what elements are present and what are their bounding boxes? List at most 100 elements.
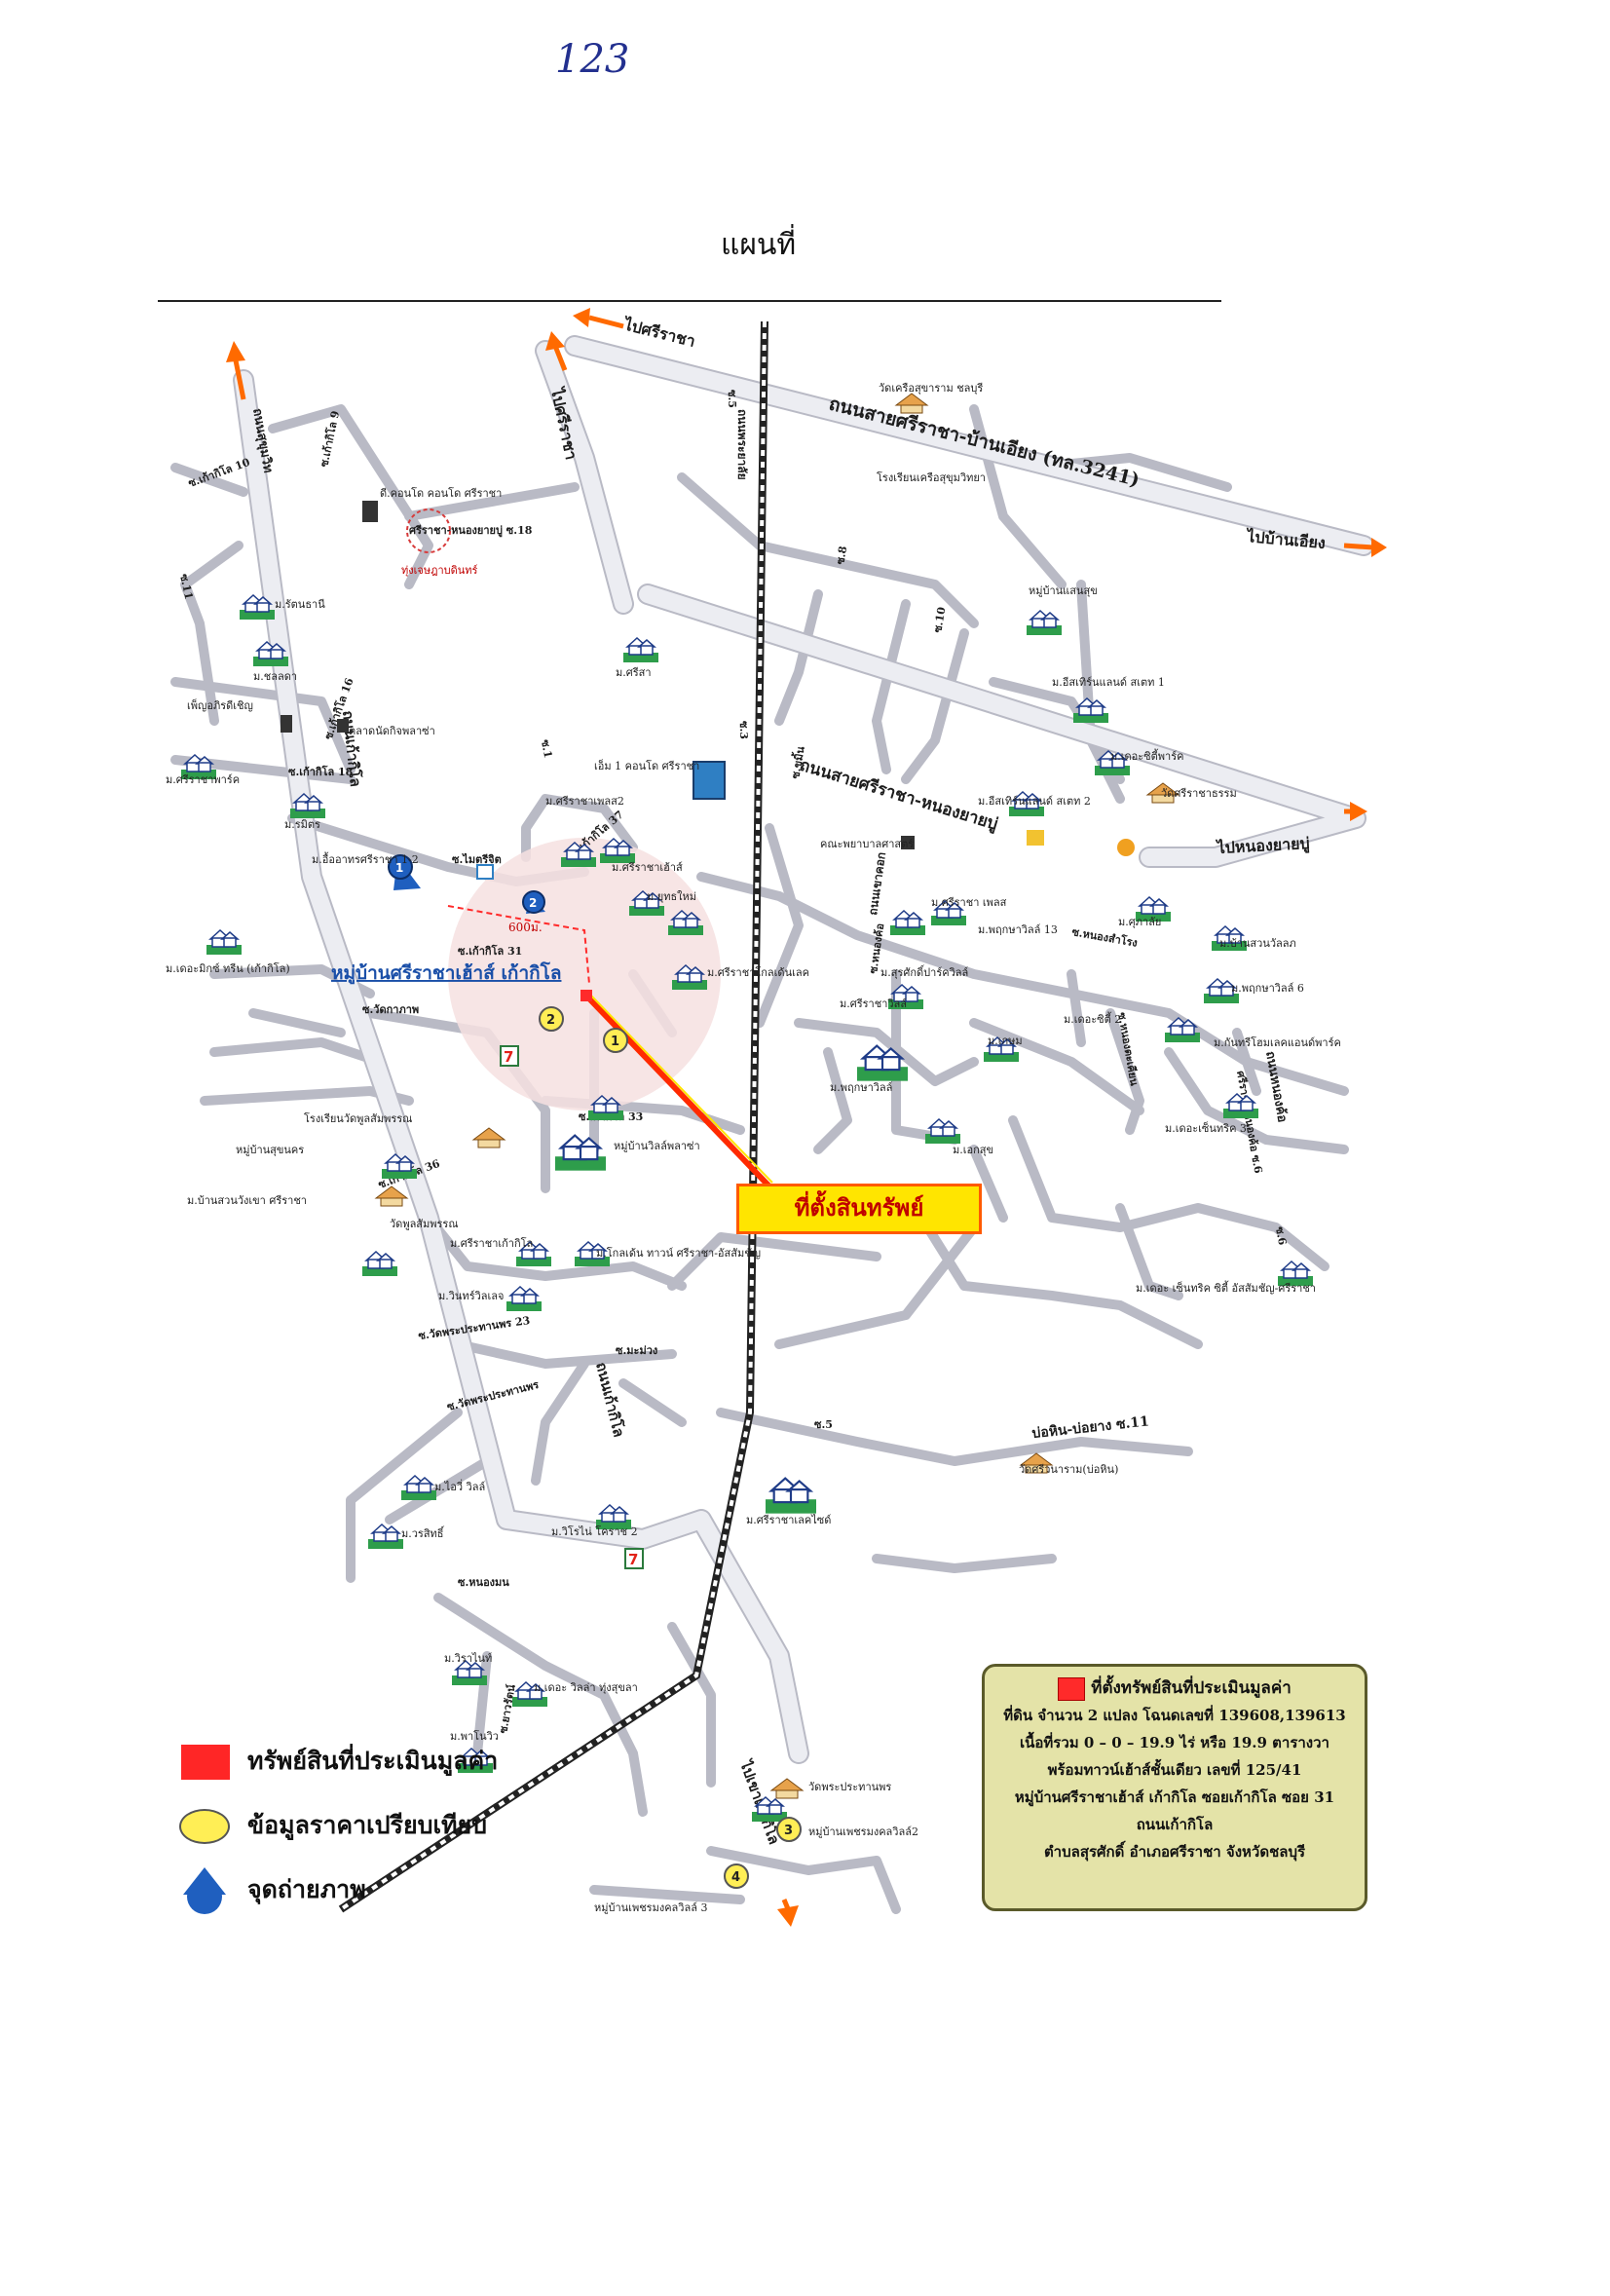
- 7-eleven-icon: 7 7: [500, 1045, 644, 1569]
- park-target-icon: [406, 508, 451, 553]
- info-line-building: พร้อมทาวน์เฮ้าส์ชั้นเดียว เลขที่ 125/41: [1047, 1761, 1302, 1779]
- info-line-village: หมู่บ้านศรีราชาเฮ้าส์ เก้ากิโล ซอยเก้ากิ…: [1014, 1788, 1335, 1806]
- blue-pin-icon: [175, 1865, 234, 1914]
- place-label: หมู่บ้านแสนสุข: [1029, 584, 1098, 597]
- place-label: ม.เดอะเซ็นทริค 3: [1165, 1121, 1247, 1135]
- pin-number: 1: [395, 861, 403, 875]
- info-line-land: ที่ดิน จำนวน 2 แปลง โฉนดเลขที่ 139608,13…: [1003, 1707, 1346, 1724]
- place-label: ม.รมิตร: [284, 818, 320, 831]
- road-label-kaokilo-south: ถนนเก้ากิโล: [592, 1360, 628, 1439]
- place-label: ม.ศรีราชาวิลล์: [840, 997, 907, 1010]
- place-label: ม.ไอวี่ วิลล์: [434, 1479, 485, 1493]
- place-label: ทุ่งเจษฎาบดินทร์: [401, 564, 478, 577]
- place-label: วัดพูลสัมพรรณ: [390, 1218, 459, 1230]
- place-label: ม.วรสิทธิ์: [401, 1525, 445, 1540]
- legend-item-photo: จุดถ่ายภาพ: [175, 1863, 366, 1917]
- heading-rule: [158, 300, 1221, 302]
- road-label-nongyaibu: ถนนสายศรีราชา-หนองยายบู่: [797, 755, 1000, 836]
- photo-point-pins: 1 2: [388, 854, 545, 914]
- place-label: ม.ศรีราชา เพลส: [931, 896, 1007, 909]
- place-label: ม.เกษม: [988, 1035, 1023, 1047]
- place-label: หมู่บ้านสุขนคร: [236, 1144, 304, 1156]
- info-line-address: ตำบลสุรศักดิ์ อำเภอศรีราชา จังหวัดชลบุรี: [1043, 1843, 1306, 1861]
- building-icons: [281, 501, 1135, 880]
- place-label: ดี.คอนโด คอนโด ศรีราชา: [380, 486, 502, 500]
- route-to-site: [447, 905, 590, 985]
- soi-label: ซ.มะม่วง: [616, 1344, 657, 1357]
- direction-arrows: [226, 308, 1387, 1927]
- legend-label: ทรัพย์สินที่ประเมินมูลค่า: [247, 1747, 499, 1775]
- place-label: ม.บ้านสวนวังเขา ศรีราชา: [187, 1194, 307, 1207]
- place-label: โรงเรียนเครือสุขุมวิทยา: [877, 470, 986, 484]
- place-label: วัดศรีวนาราม(บ่อหิน): [1019, 1463, 1118, 1476]
- comparison-number: 4: [731, 1870, 740, 1885]
- soi-label: ซ.ยาวรัตน์: [497, 1683, 518, 1735]
- place-label: คณะพยาบาลศาสตร์: [820, 838, 914, 850]
- legend-label: จุดถ่ายภาพ: [247, 1875, 366, 1903]
- soi-label: ซ.หนองมน: [458, 1576, 509, 1589]
- place-label: ม.ศรีราชาเลคไซด์: [746, 1514, 831, 1526]
- soi-label: ซ.เก้ากิโล 18: [288, 765, 354, 778]
- place-label: ม.บ้านสวนวัลลภ: [1219, 937, 1296, 950]
- site-pointer-line: [583, 993, 772, 1189]
- soi-label: ศรีราชา-หนองยายบู่ ซ.18: [409, 524, 533, 538]
- soi-label: ซ.5: [814, 1418, 833, 1431]
- place-label: ม.ศรีราชาโกลเด้นเลค: [707, 965, 809, 979]
- place-label: หมู่บ้านวิลล์พลาซ่า: [614, 1140, 700, 1152]
- red-square-icon: [175, 1737, 234, 1786]
- place-label: วัดเครือสุขาราม ชลบุรี: [879, 382, 983, 395]
- place-label: ม.พาโนวิว: [450, 1729, 499, 1743]
- place-label: ม.พฤกษาวิลล์: [830, 1081, 892, 1094]
- info-line-road: ถนนเก้ากิโล: [1136, 1816, 1214, 1833]
- yellow-ellipse-icon: [175, 1801, 234, 1850]
- legend-item-property: ทรัพย์สินที่ประเมินมูลค่า: [175, 1734, 498, 1788]
- direction-to-nongyaibu: ไปหนองยายบู่: [1215, 834, 1310, 859]
- place-label: ม.อีสเทิร์นแลนด์ สเตท 2: [978, 795, 1091, 808]
- place-label: ม.ศรีราชาพาร์ค: [166, 773, 240, 786]
- site-marker: [580, 990, 592, 1001]
- place-label: หมู่บ้านเพชรมงคลวิลล์2: [808, 1826, 918, 1838]
- info-box-title-row: ที่ตั้งทรัพย์สินที่ประเมินมูลค่า: [992, 1675, 1357, 1702]
- soi-label: ซ.3: [737, 721, 750, 739]
- legend-label: ข้อมูลราคาเปรียบเทียบ: [247, 1811, 488, 1839]
- place-label: โรงเรียนวัดพูลสัมพรรณ: [304, 1111, 412, 1125]
- place-label: ม.สุรศักดิ์ปาร์ควิลล์: [880, 964, 968, 979]
- place-label: ม.วิราไนท์: [444, 1652, 492, 1665]
- soi-label: ซ.เก้ากิโล 31: [458, 944, 522, 958]
- svg-text:7: 7: [628, 1551, 638, 1568]
- soi-label: ซ.วัดพระประทานพร: [446, 1378, 541, 1413]
- railway: [338, 320, 768, 1913]
- soi-label: ซ.10: [931, 606, 948, 634]
- soi-label: ซ.1: [539, 738, 554, 759]
- place-label: ม.เดอะซิตี้พาร์ค: [1110, 748, 1183, 763]
- road-label-nongkho: ถนนหนองค้อ: [1262, 1050, 1291, 1123]
- site-callout: ที่ตั้งสินทรัพย์: [736, 1184, 982, 1234]
- place-label: เอ็ม 1 คอนโด ศรีราชา: [594, 759, 699, 772]
- place-label: ม.เดอะซิตี้ 2: [1064, 1011, 1121, 1026]
- place-label: เพ็ญอภิรดีเชิญ: [187, 698, 253, 712]
- soi-label: ซ.6: [1273, 1225, 1289, 1246]
- place-label: ม.ยุทธใหม่: [647, 890, 696, 903]
- info-box-title: ที่ตั้งทรัพย์สินที่ประเมินมูลค่า: [1091, 1678, 1292, 1698]
- place-label: ม.ศรีราชาเพลส2: [545, 795, 624, 808]
- place-label: ม.อื้ออาทรศรีราชา 1-2: [312, 851, 419, 866]
- place-label: ม.ศรีสา: [616, 666, 652, 679]
- comparison-number: 1: [611, 1035, 619, 1049]
- place-label: ม.เดอะมิกซ์ ทรีน (เก้ากิโล): [166, 961, 290, 975]
- distance-label: 600ม.: [508, 921, 543, 934]
- place-label: ม.พฤกษาวิลล์ 13: [978, 923, 1058, 936]
- comparison-markers: 1 2 3 4: [539, 1006, 802, 1889]
- place-label: ม.ศุภาลัย: [1118, 916, 1161, 928]
- place-label: ตลาดนัดกิจพลาซ่า: [349, 725, 435, 737]
- info-line-area: เนื้อที่รวม 0 – 0 – 19.9 ไร่ หรือ 19.9 ต…: [1020, 1734, 1329, 1751]
- handwritten-page-number: 123: [555, 37, 630, 82]
- page-heading: แผนที่: [721, 229, 797, 261]
- direction-to-sriracha-top: ไปศรีราชา: [620, 315, 697, 351]
- soi-label: ซ.ไมตรีจิต: [452, 852, 502, 866]
- place-label: ม.กันทรีโฮมเลคแอนด์พาร์ค: [1214, 1035, 1341, 1049]
- place-label: ม.วิโรไน่ โคราช 2: [551, 1524, 638, 1538]
- place-label: หมู่บ้านเพชรมงคลวิลล์ 3: [594, 1901, 707, 1914]
- soi-label: ซ.11: [177, 573, 195, 601]
- site-pointer-line-inner: [588, 993, 773, 1184]
